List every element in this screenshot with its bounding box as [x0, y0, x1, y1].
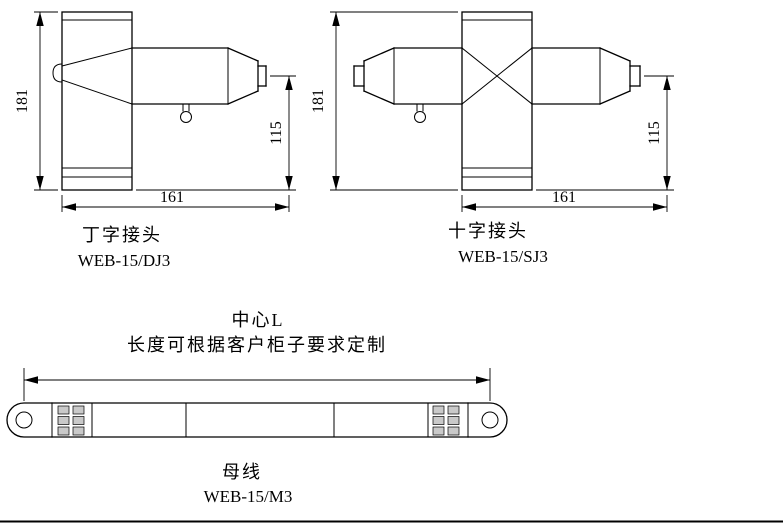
cross-dim-width: 161: [461, 189, 668, 212]
cross-height-dim-label: 181: [310, 89, 327, 113]
tee-dim-width: 161: [61, 189, 290, 212]
tee-model: WEB-15/DJ3: [78, 251, 171, 270]
cross-dim-side: 115: [536, 75, 674, 191]
cross-right-arm: [531, 47, 641, 105]
busbar-right-lug: [467, 402, 508, 438]
cross-body: [461, 11, 533, 191]
busbar-title: 母线: [222, 462, 262, 482]
cross-left-arm: [353, 47, 463, 105]
busbar-left-lug: [6, 402, 53, 438]
cross-model: WEB-15/SJ3: [458, 247, 548, 266]
cross-bolt-detail: [414, 103, 426, 123]
busbar-center-label: 中心L: [232, 310, 285, 330]
tee-height-dim-label: 181: [14, 89, 31, 113]
busbar-note: 长度可根据客户柜子要求定制: [127, 335, 387, 355]
tee-body: [52, 11, 133, 191]
tee-side-dim-label: 115: [268, 121, 285, 144]
busbar-left-flex-section: [57, 402, 93, 438]
tee-width-dim-label: 161: [160, 189, 184, 206]
busbar-left-hole: [15, 411, 33, 429]
tee-bolt-detail: [180, 103, 192, 123]
cross-title: 十字接头: [448, 221, 528, 241]
tee-dim-height: 181: [14, 11, 58, 191]
cross-side-dim-label: 115: [646, 121, 663, 144]
tee-dim-side: 115: [136, 75, 296, 191]
tee-arm: [131, 47, 267, 105]
busbar-dim-length: [23, 368, 491, 401]
tee-side-terminal: [52, 63, 63, 83]
busbar-right-flex-section: [427, 402, 460, 438]
cross-joint-drawing: 181 115 161 十字接头 WEB-15/SJ3: [310, 11, 674, 266]
busbar-right-hole: [481, 411, 499, 429]
busbar-body: [6, 402, 508, 438]
cross-width-dim-label: 161: [552, 189, 576, 206]
busbar-model: WEB-15/M3: [204, 487, 293, 506]
busbar-drawing: 中心L 长度可根据客户柜子要求定制: [6, 310, 508, 506]
tee-title: 丁字接头: [82, 225, 162, 245]
tee-joint-drawing: 181 115 161 丁字接头 WEB-15/DJ3: [14, 11, 296, 270]
cross-dim-height: 181: [310, 11, 458, 191]
